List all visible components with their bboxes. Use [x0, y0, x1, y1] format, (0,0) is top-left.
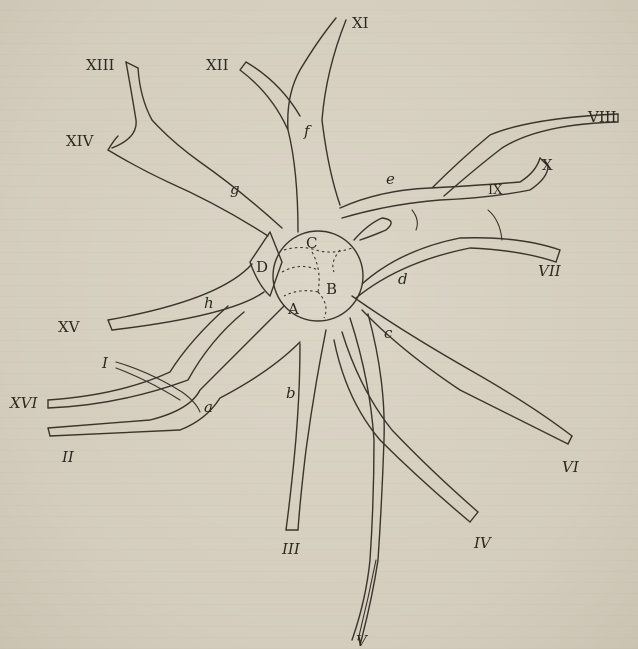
label-iv: IV — [473, 534, 493, 552]
label-i: I — [101, 354, 109, 372]
label-viii: VIII — [587, 108, 617, 126]
label-branch-a: a — [204, 398, 213, 416]
label-xiii: XIII — [86, 56, 115, 74]
label-xi: XI — [352, 14, 369, 32]
label-lobe-a: A — [287, 300, 299, 318]
label-x: X — [542, 156, 553, 174]
label-xvi: XVI — [9, 394, 39, 412]
label-branch-b: b — [286, 384, 296, 402]
label-v: V — [356, 632, 369, 649]
branch-xi — [288, 18, 346, 232]
label-branch-g: g — [230, 180, 240, 198]
branch-iii — [286, 330, 326, 530]
label-ii: II — [61, 448, 75, 466]
label-branch-h: h — [204, 294, 214, 312]
label-vi: VI — [562, 458, 580, 476]
branch-d-vii-viii — [340, 114, 618, 298]
branch-iv-v — [334, 314, 478, 645]
label-ix: IX — [488, 183, 503, 198]
label-vii: VII — [538, 262, 562, 280]
label-branch-c: c — [384, 324, 393, 342]
label-lobe-d: D — [256, 258, 268, 276]
label-xii: XII — [206, 56, 229, 74]
branch-i-ii — [48, 306, 300, 436]
label-iii: III — [281, 540, 301, 558]
branch-xiii-xiv — [108, 62, 282, 236]
central-body — [273, 231, 363, 321]
label-lobe-b: B — [326, 280, 337, 298]
label-branch-d: d — [398, 270, 408, 288]
label-lobe-c: C — [306, 234, 317, 252]
label-branch-e: e — [386, 170, 395, 188]
label-xiv: XIV — [66, 132, 95, 150]
label-xv: XV — [58, 318, 81, 336]
label-branch-f: f — [303, 122, 312, 140]
